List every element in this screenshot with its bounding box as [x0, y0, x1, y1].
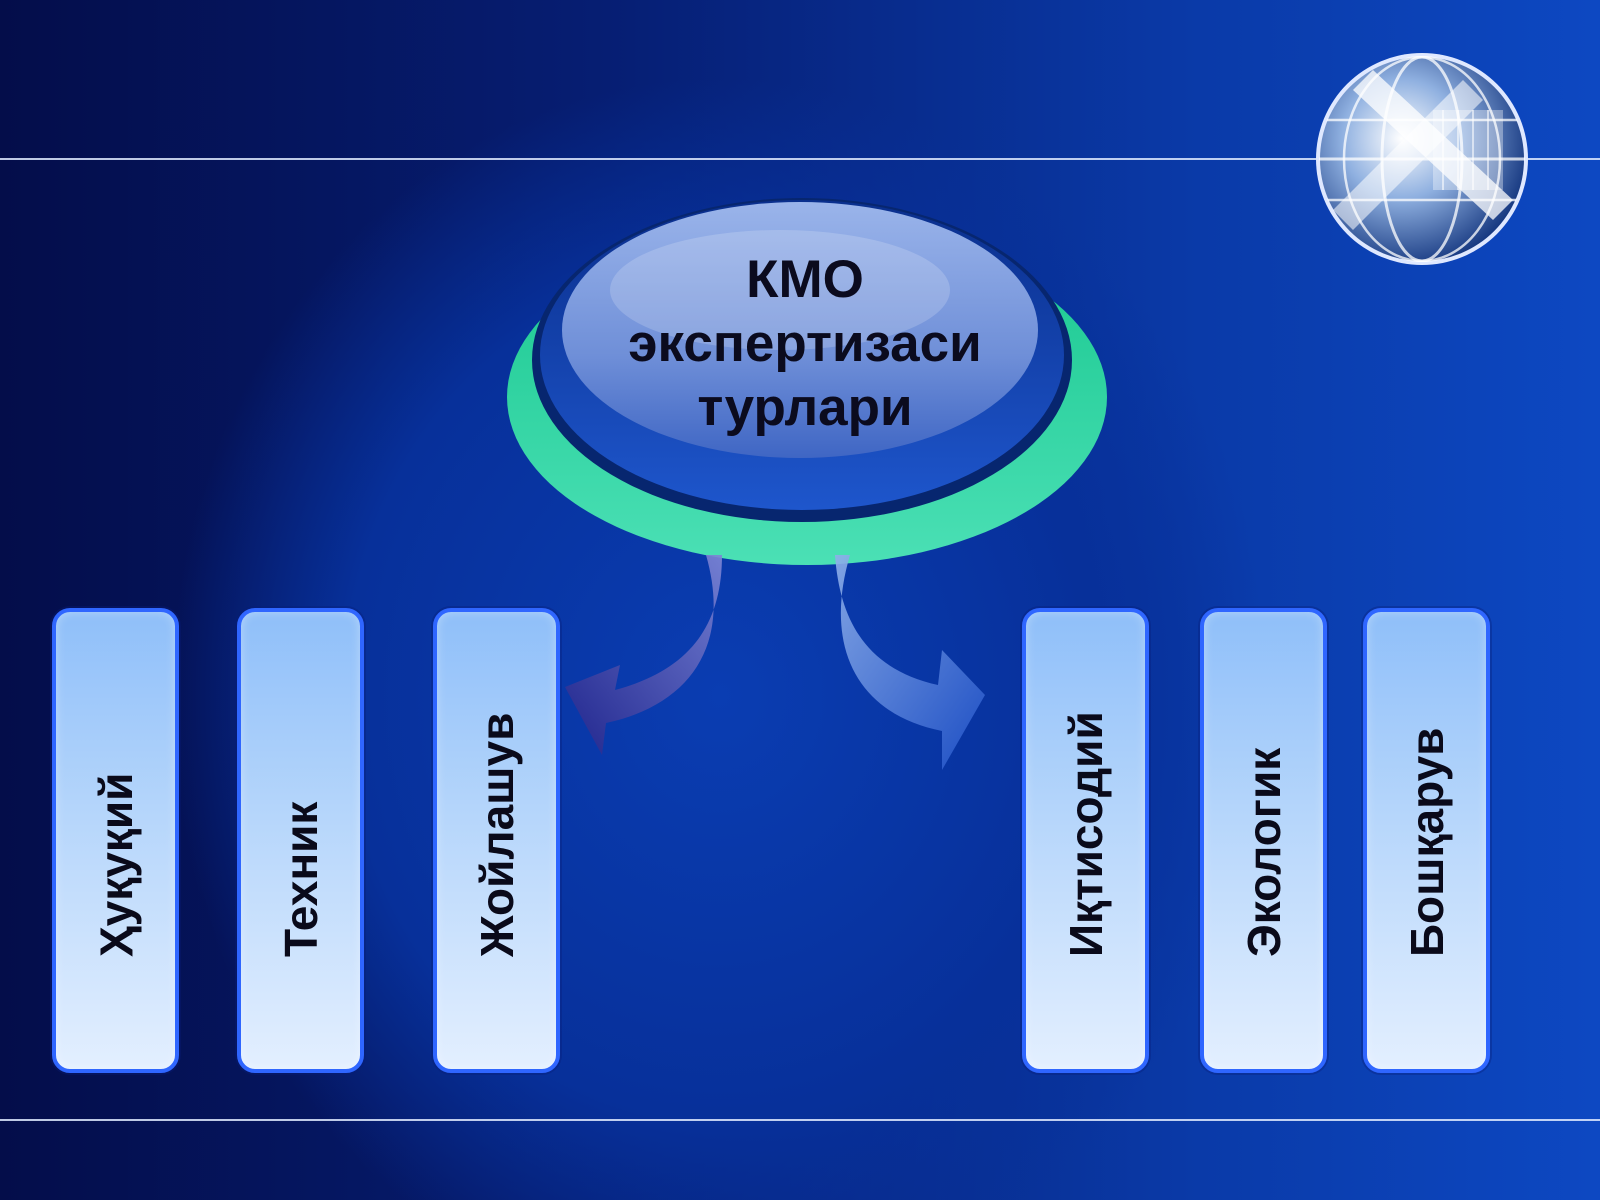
- arrow-right-icon: [835, 555, 985, 770]
- central-label-line-3: турлари: [697, 378, 913, 437]
- central-label: КМО экспертизаси турлари: [560, 248, 1050, 440]
- arrow-left-icon: [565, 555, 722, 755]
- central-node: [507, 198, 1107, 565]
- globe-icon: [1316, 53, 1528, 265]
- type-label-legal: Ҳуқуқий: [89, 772, 142, 957]
- bottom-divider: [0, 1119, 1600, 1121]
- type-label-location: Жойлашув: [470, 712, 523, 957]
- branch-arrows: [565, 555, 985, 770]
- type-label-ecological: Экологик: [1237, 747, 1290, 957]
- type-label-technical: Техник: [274, 801, 327, 957]
- type-box-technical: Техник: [237, 608, 364, 1073]
- type-box-management: Бошқарув: [1363, 608, 1490, 1073]
- type-box-ecological: Экологик: [1200, 608, 1327, 1073]
- central-label-line-1: КМО: [746, 250, 864, 309]
- type-box-legal: Ҳуқуқий: [52, 608, 179, 1073]
- type-label-economic: Иқтисодий: [1059, 711, 1112, 957]
- type-box-location: Жойлашув: [433, 608, 560, 1073]
- type-box-economic: Иқтисодий: [1022, 608, 1149, 1073]
- central-label-line-2: экспертизаси: [628, 314, 982, 373]
- type-label-management: Бошқарув: [1400, 727, 1453, 957]
- top-divider: [0, 158, 1600, 160]
